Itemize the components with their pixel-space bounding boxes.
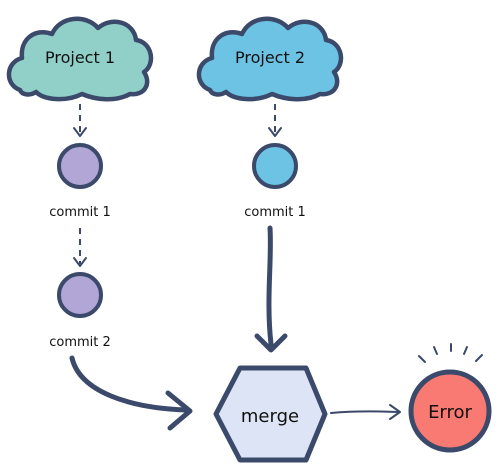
project-2-node: Project 2 (196, 16, 344, 102)
commit-circle (57, 143, 103, 189)
project-1-commit-1-label: commit 1 (49, 205, 111, 220)
arrow-p2-commit1-to-merge (254, 225, 288, 353)
merge-hexagon-shape (213, 365, 328, 463)
project-1-commit-2-label: commit 2 (49, 335, 111, 350)
project-2-commit-1-node: commit 1 (244, 143, 306, 220)
project-2-cloud-shape (196, 16, 344, 102)
merge-label: merge (241, 406, 299, 427)
merge-node: merge (213, 365, 328, 463)
error-circle-shape (408, 369, 492, 453)
arrow-project1-to-commit1 (73, 104, 87, 137)
arrow-merge-to-error (330, 404, 401, 420)
commit-circle (57, 272, 103, 318)
project-1-commit-2-node: commit 2 (49, 272, 111, 350)
project-2-commit-1-label: commit 1 (244, 205, 306, 220)
project-1-cloud-shape (6, 16, 154, 102)
error-label: Error (428, 402, 472, 423)
arrow-project2-to-commit1 (268, 104, 282, 137)
commit-circle (252, 143, 298, 189)
project-1-label: Project 1 (45, 48, 115, 67)
spark-lines-icon (418, 343, 483, 363)
arrow-commit1-to-commit2 (73, 228, 87, 267)
error-node: Error (408, 343, 492, 453)
project-1-commit-1-node: commit 1 (49, 143, 111, 220)
arrow-p1-commit2-to-merge (69, 355, 193, 431)
project-2-label: Project 2 (235, 48, 305, 67)
project-1-node: Project 1 (6, 16, 154, 102)
